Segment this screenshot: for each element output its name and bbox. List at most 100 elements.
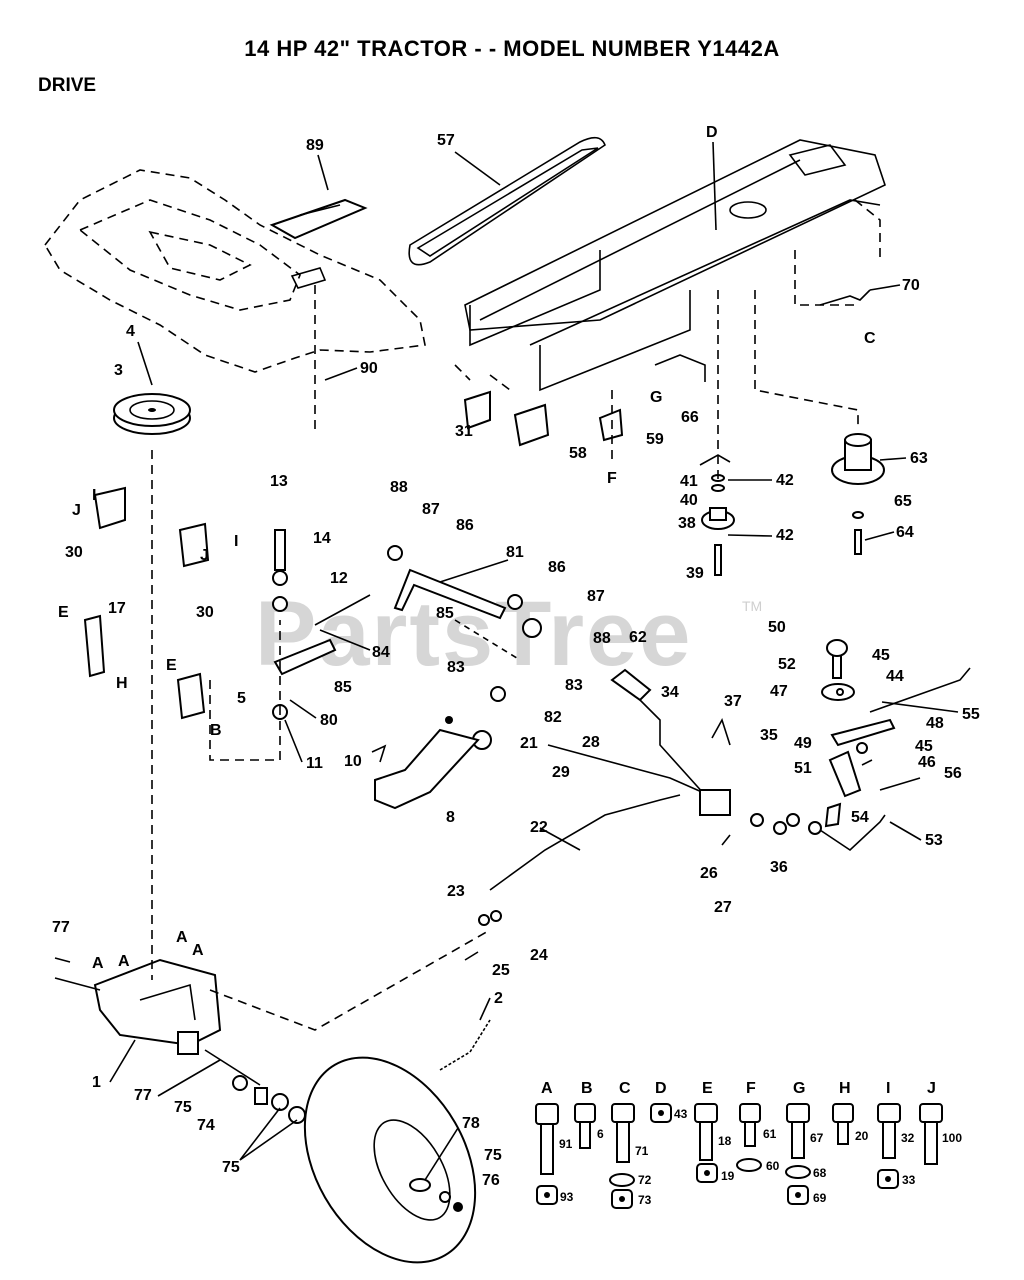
clutch-linkage [272, 529, 542, 810]
legend-bolt-91: 91 [559, 1137, 573, 1151]
callout-75-b: 75 [222, 1159, 240, 1176]
callout-88-right: 88 [593, 630, 611, 647]
callout-56: 56 [944, 765, 962, 782]
legend-nut-93: 93 [560, 1190, 574, 1204]
callout-30-left: 30 [65, 544, 83, 561]
callout-D: D [706, 124, 718, 141]
callout-58: 58 [569, 445, 587, 462]
legend-bolt-71: 71 [635, 1144, 649, 1158]
callout-5: 5 [237, 690, 246, 707]
legend-nut-73: 73 [638, 1193, 652, 1207]
callout-36: 36 [770, 859, 788, 876]
callout-78: 78 [462, 1115, 480, 1132]
bolt-A [535, 1103, 559, 1175]
callout-B: B [210, 722, 222, 739]
diagram-title: 14 HP 42" TRACTOR - - MODEL NUMBER Y1442… [244, 36, 780, 61]
bolt-C [611, 1103, 635, 1163]
callout-59: 59 [646, 431, 664, 448]
callout-A-4: A [192, 942, 204, 959]
drive-belt [408, 136, 606, 266]
legend-bolt-100: 100 [942, 1131, 962, 1145]
callout-H: H [116, 675, 128, 692]
callout-87-right: 87 [587, 588, 605, 605]
washer-60 [736, 1158, 762, 1172]
callout-8: 8 [446, 809, 455, 826]
legend-bolt-18: 18 [718, 1134, 732, 1148]
transaxle [54, 957, 306, 1124]
callout-48: 48 [926, 715, 944, 732]
nut-73 [611, 1189, 633, 1209]
callout-45-bottom: 45 [915, 738, 933, 755]
callout-31: 31 [455, 423, 473, 440]
callout-35: 35 [760, 727, 778, 744]
callout-62: 62 [629, 629, 647, 646]
legend-key-A: A [541, 1080, 553, 1097]
callout-51: 51 [794, 760, 812, 777]
hardware-legend: A B C D E F G H I J 91 93 6 71 72 [535, 1080, 962, 1209]
legend-washer-68: 68 [813, 1166, 827, 1180]
shield-part [269, 198, 368, 289]
callout-F: F [607, 470, 617, 487]
callout-11: 11 [306, 755, 323, 772]
legend-nut-43: 43 [674, 1107, 688, 1121]
section-label: DRIVE [38, 75, 97, 96]
callout-52: 52 [778, 656, 796, 673]
nut-D [650, 1103, 672, 1123]
callout-66: 66 [681, 409, 699, 426]
callout-88-top: 88 [390, 479, 408, 496]
callout-70: 70 [902, 277, 920, 294]
washer-72 [609, 1173, 635, 1187]
legend-bolt-32: 32 [901, 1131, 915, 1145]
callout-G: G [650, 389, 662, 406]
callout-23: 23 [447, 883, 465, 900]
callout-89: 89 [306, 137, 324, 154]
legend-washer-60: 60 [766, 1159, 780, 1173]
callout-34: 34 [661, 684, 679, 701]
legend-key-G: G [793, 1080, 805, 1097]
callout-57: 57 [437, 132, 455, 149]
callout-27: 27 [714, 899, 732, 916]
shift-linkage [489, 668, 886, 891]
callout-14: 14 [313, 530, 331, 547]
washer-68 [785, 1165, 811, 1179]
callout-41: 41 [680, 473, 698, 490]
brake-parts [821, 639, 971, 828]
brackets [83, 289, 871, 720]
callout-21: 21 [520, 735, 538, 752]
nut-93 [536, 1185, 558, 1205]
callout-74: 74 [197, 1117, 215, 1134]
callout-47: 47 [770, 683, 788, 700]
callout-81: 81 [506, 544, 524, 561]
callout-46: 46 [918, 754, 936, 771]
idler-pulley [831, 433, 885, 555]
callout-E-lower: E [166, 657, 177, 674]
callout-77-top: 77 [52, 919, 70, 936]
nut-33 [877, 1169, 899, 1189]
callout-83-left: 83 [447, 659, 465, 676]
legend-key-B: B [581, 1080, 593, 1097]
callout-82: 82 [544, 709, 562, 726]
callout-50: 50 [768, 619, 786, 636]
callout-13: 13 [270, 473, 288, 490]
callout-30-right: 30 [196, 604, 214, 621]
callout-75-c: 75 [484, 1147, 502, 1164]
callout-A-2: A [118, 953, 130, 970]
callout-45-top: 45 [872, 647, 890, 664]
legend-bolt-67: 67 [810, 1131, 824, 1145]
callout-A-3: A [176, 929, 188, 946]
tractor-frame [454, 139, 886, 392]
bolt-I [877, 1103, 901, 1159]
callout-10: 10 [344, 753, 362, 770]
callout-90: 90 [360, 360, 378, 377]
callout-55: 55 [962, 706, 980, 723]
callout-86-top: 86 [456, 517, 474, 534]
callout-38: 38 [678, 515, 696, 532]
callout-84: 84 [372, 644, 390, 661]
legend-key-C: C [619, 1080, 631, 1097]
fender-outline [44, 169, 426, 373]
nut-69 [787, 1185, 809, 1205]
callout-J-right: J [200, 547, 209, 564]
reference-lines [151, 250, 860, 1031]
legend-nut-33: 33 [902, 1173, 916, 1187]
